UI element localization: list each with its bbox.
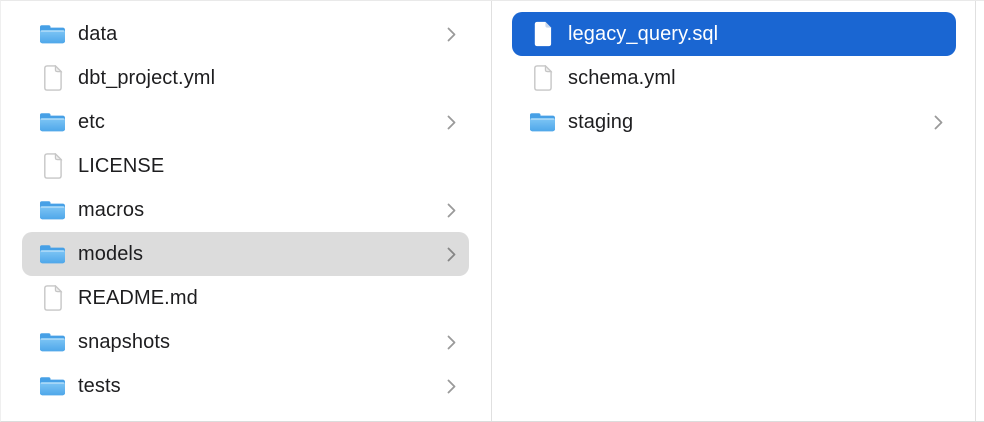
- file-icon: [43, 65, 63, 91]
- list-item[interactable]: tests: [22, 364, 469, 408]
- item-icon-slot: [529, 108, 556, 136]
- list-item[interactable]: models: [22, 232, 469, 276]
- folder-icon: [40, 245, 65, 264]
- file-icon: [534, 21, 551, 47]
- item-label: schema.yml: [568, 66, 676, 89]
- list-item[interactable]: README.md: [22, 276, 469, 320]
- folder-icon: [40, 377, 65, 396]
- chevron-right-icon[interactable]: [933, 114, 944, 131]
- list-item[interactable]: schema.yml: [512, 56, 956, 100]
- item-label: README.md: [78, 286, 198, 309]
- file-browser-column-1: data: [1, 1, 492, 421]
- list-item[interactable]: dbt_project.yml: [22, 56, 469, 100]
- chevron-right-icon[interactable]: [446, 26, 457, 43]
- item-label: models: [78, 242, 144, 265]
- list-item[interactable]: data: [22, 12, 469, 56]
- item-label: macros: [78, 198, 145, 221]
- file-browser-column-2: legacy_query.sql: [492, 1, 976, 421]
- folder-icon: [40, 333, 65, 352]
- chevron-right-icon[interactable]: [446, 378, 457, 395]
- item-icon-slot: [39, 152, 66, 180]
- folder-icon: [40, 201, 65, 220]
- chevron-right-icon[interactable]: [446, 246, 457, 263]
- list-item[interactable]: LICENSE: [22, 144, 469, 188]
- file-icon: [43, 153, 63, 179]
- item-icon-slot: [39, 284, 66, 312]
- item-icon-slot: [39, 196, 66, 224]
- item-label: LICENSE: [78, 154, 165, 177]
- list-item[interactable]: macros: [22, 188, 469, 232]
- item-label: snapshots: [78, 330, 171, 353]
- folder-icon: [40, 113, 65, 132]
- folder-icon: [530, 113, 555, 132]
- chevron-right-icon[interactable]: [446, 202, 457, 219]
- item-label: legacy_query.sql: [568, 22, 719, 45]
- list-item[interactable]: legacy_query.sql: [512, 12, 956, 56]
- folder-icon: [40, 25, 65, 44]
- list-item[interactable]: etc: [22, 100, 469, 144]
- file-icon: [533, 65, 553, 91]
- item-label: staging: [568, 110, 634, 133]
- item-label: etc: [78, 110, 105, 133]
- item-icon-slot: [39, 328, 66, 356]
- list-item[interactable]: staging: [512, 100, 956, 144]
- item-icon-slot: [39, 108, 66, 136]
- item-icon-slot: [39, 64, 66, 92]
- file-browser-column-3-empty: [976, 1, 984, 421]
- item-label: tests: [78, 374, 121, 397]
- item-icon-slot: [39, 20, 66, 48]
- item-label: data: [78, 22, 118, 45]
- item-icon-slot: [39, 372, 66, 400]
- file-icon: [43, 285, 63, 311]
- item-icon-slot: [529, 64, 556, 92]
- item-label: dbt_project.yml: [78, 66, 216, 89]
- item-icon-slot: [529, 20, 556, 48]
- list-item[interactable]: snapshots: [22, 320, 469, 364]
- chevron-right-icon[interactable]: [446, 114, 457, 131]
- chevron-right-icon[interactable]: [446, 334, 457, 351]
- item-icon-slot: [39, 240, 66, 268]
